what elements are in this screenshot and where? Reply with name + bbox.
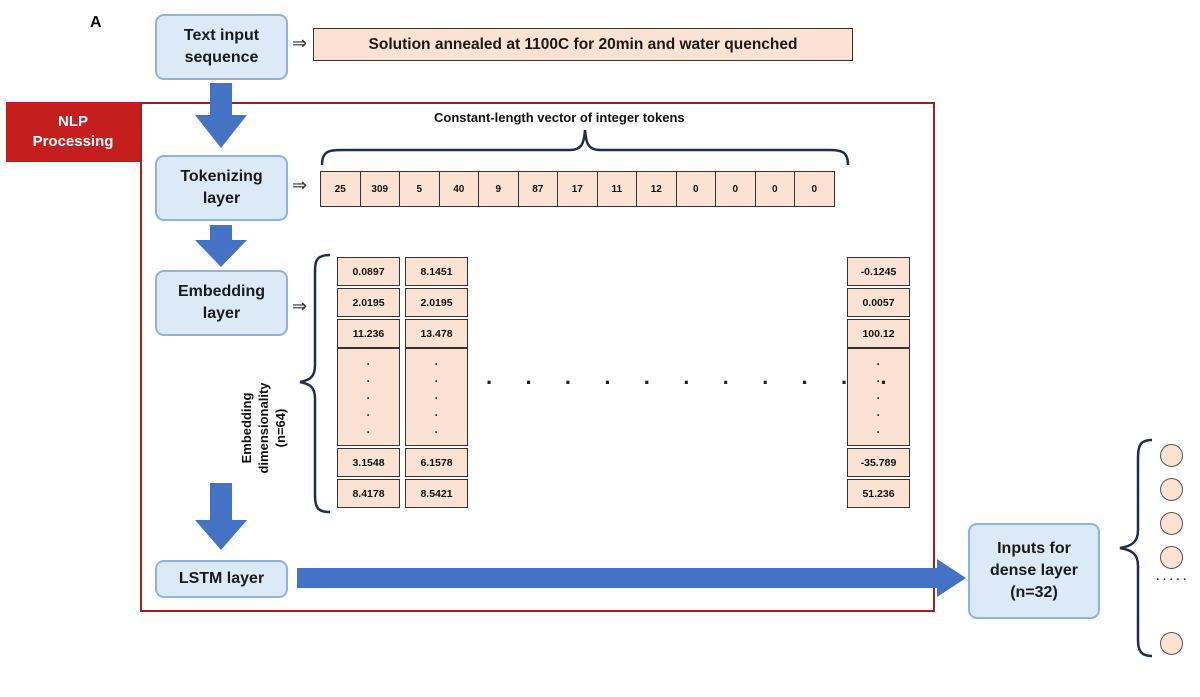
token-cell: 11	[596, 171, 637, 207]
dense-node	[1160, 512, 1183, 535]
embedding-ellipsis-cell	[847, 348, 910, 446]
token-cell: 40	[438, 171, 479, 207]
token-cell: 0	[754, 171, 795, 207]
embedding-cell: 2.0195	[405, 288, 468, 317]
nlp-processing-frame	[140, 102, 935, 612]
implies-arrow-input: ⇒	[292, 33, 308, 53]
dense-node	[1160, 546, 1183, 569]
token-cell: 0	[794, 171, 835, 207]
panel-label: A	[90, 14, 102, 31]
embedding-stage: Embedding layer	[155, 270, 288, 336]
dense-inputs-stage: Inputs for dense layer (n=32)	[968, 523, 1100, 619]
implies-arrow-tokens: ⇒	[292, 175, 308, 195]
token-cell: 309	[359, 171, 400, 207]
dense-node	[1160, 632, 1183, 655]
embedding-brace	[299, 253, 331, 514]
vertical-ellipsis: · · · · ·	[434, 357, 439, 439]
lstm-stage: LSTM layer	[155, 560, 288, 598]
implies-arrow-embedding: ⇒	[292, 296, 308, 316]
embedding-cell: -0.1245	[847, 257, 910, 286]
embedding-cell: 8.4178	[337, 479, 400, 508]
vertical-ellipsis: · · · · ·	[366, 357, 371, 439]
embedding-cell: 8.5421	[405, 479, 468, 508]
token-cell: 87	[517, 171, 558, 207]
input-sentence: Solution annealed at 1100C for 20min and…	[313, 28, 853, 61]
token-cell: 9	[478, 171, 519, 207]
token-cell: 17	[557, 171, 598, 207]
embedding-ellipsis-cell	[337, 348, 400, 446]
dense-brace	[1119, 438, 1153, 658]
token-cell: 0	[675, 171, 716, 207]
embedding-cell: 0.0057	[847, 288, 910, 317]
token-cell: 25	[320, 171, 361, 207]
token-cell: 5	[399, 171, 440, 207]
embedding-cell: 0.0897	[337, 257, 400, 286]
token-cell: 0	[715, 171, 756, 207]
embedding-cell: -35.789	[847, 448, 910, 477]
embedding-cell: 100.12	[847, 319, 910, 348]
embedding-cell: 51.236	[847, 479, 910, 508]
nlp-processing-tag: NLP Processing	[6, 102, 140, 162]
embedding-cell: 13.478	[405, 319, 468, 348]
flow-arrow-embedding-to-lstm	[195, 483, 247, 550]
token-caption: Constant-length vector of integer tokens	[434, 110, 685, 125]
dense-node	[1160, 478, 1183, 501]
embedding-cell: 2.0195	[337, 288, 400, 317]
vertical-ellipsis: · · · · ·	[876, 357, 881, 439]
token-cell: 12	[636, 171, 677, 207]
dense-vertical-ellipsis: · · · · ·	[1156, 574, 1187, 586]
text-input-stage: Text input sequence	[155, 14, 288, 80]
embedding-cell: 11.236	[337, 319, 400, 348]
tokenizing-stage: Tokenizing layer	[155, 155, 288, 221]
embedding-cell: 6.1578	[405, 448, 468, 477]
flow-arrow-tokenizer-to-embedding	[195, 225, 247, 267]
token-brace	[320, 129, 850, 166]
embedding-ellipsis-cell	[405, 348, 468, 446]
embedding-cell: 8.1451	[405, 257, 468, 286]
flow-arrow-lstm-to-dense	[297, 559, 966, 597]
dense-node	[1160, 444, 1183, 467]
embedding-dimension-caption: Embedding dimensionality (n=64)	[239, 382, 288, 474]
embedding-cell: 3.1548	[337, 448, 400, 477]
flow-arrow-input-to-tokenizer	[195, 83, 247, 148]
horizontal-ellipsis: · · · · · · · · · · ·	[486, 370, 901, 395]
